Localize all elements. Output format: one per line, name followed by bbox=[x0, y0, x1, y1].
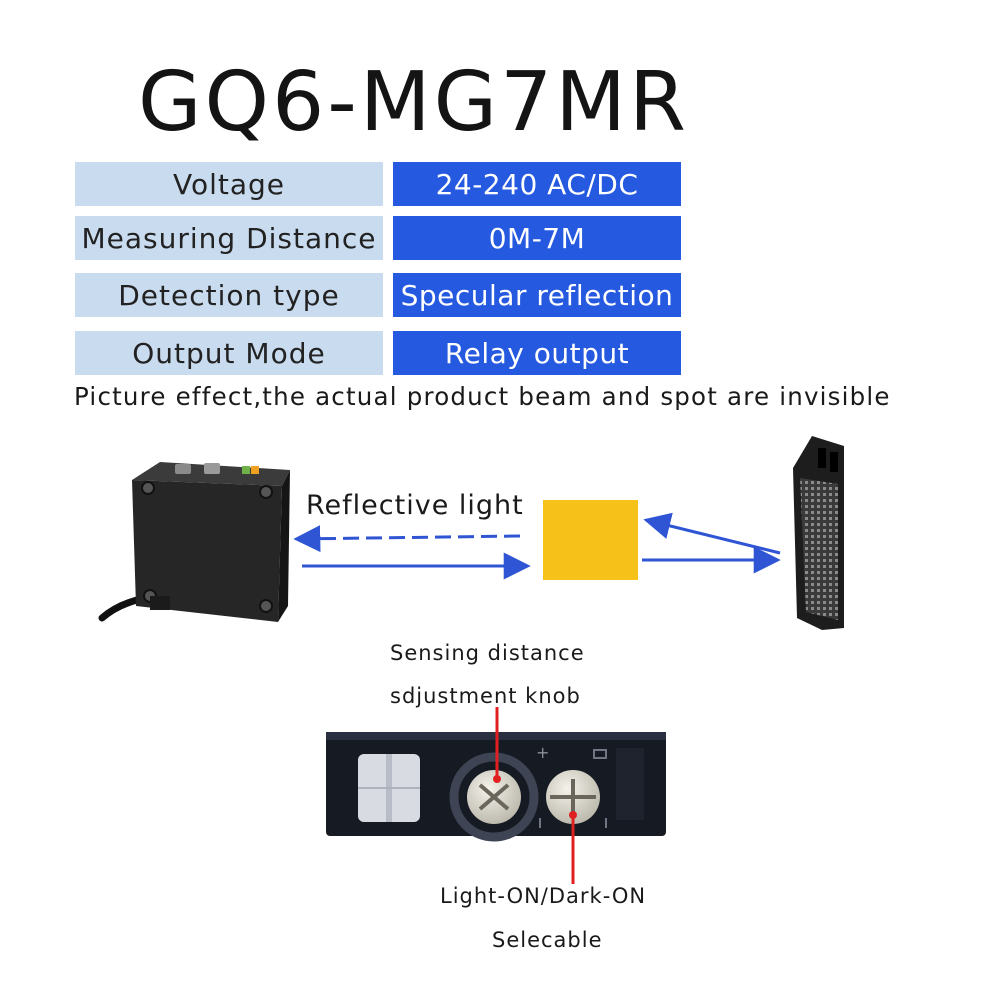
reflected-beam-dashed bbox=[293, 525, 521, 553]
spec-value: Specular reflection bbox=[393, 273, 681, 317]
spec-value: 0M-7M bbox=[393, 216, 681, 260]
knob-pointer-dot bbox=[493, 775, 501, 783]
spec-row-detection-type: Detection type Specular reflection bbox=[75, 273, 681, 317]
spec-label: Detection type bbox=[75, 273, 383, 317]
switch-caption-line2: Selecable bbox=[492, 928, 603, 952]
model-title: GQ6-MG7MR bbox=[138, 55, 690, 150]
target-object bbox=[543, 500, 638, 580]
svg-text:+: + bbox=[536, 743, 549, 762]
picture-effect-note: Picture effect,the actual product beam a… bbox=[74, 382, 891, 411]
switch-caption-line1: Light-ON/Dark-ON bbox=[440, 884, 647, 908]
knob-caption-line1: Sensing distance bbox=[390, 641, 585, 665]
spec-label: Voltage bbox=[75, 162, 383, 206]
spec-row-measuring-distance: Measuring Distance 0M-7M bbox=[75, 216, 681, 260]
photoelectric-sensor bbox=[132, 462, 290, 622]
reflective-light-label: Reflective light bbox=[306, 490, 524, 521]
spec-label: Output Mode bbox=[75, 331, 383, 375]
beam-from-reflector bbox=[643, 512, 781, 555]
spec-label: Measuring Distance bbox=[75, 216, 383, 260]
spec-row-voltage: Voltage 24-240 AC/DC bbox=[75, 162, 681, 206]
spec-value: Relay output bbox=[393, 331, 681, 375]
spec-row-output-mode: Output Mode Relay output bbox=[75, 331, 681, 375]
reflector-plate bbox=[793, 436, 844, 630]
knob-caption-line2: sdjustment knob bbox=[390, 684, 581, 708]
spec-value: 24-240 AC/DC bbox=[393, 162, 681, 206]
switch-pointer-dot bbox=[569, 811, 577, 819]
